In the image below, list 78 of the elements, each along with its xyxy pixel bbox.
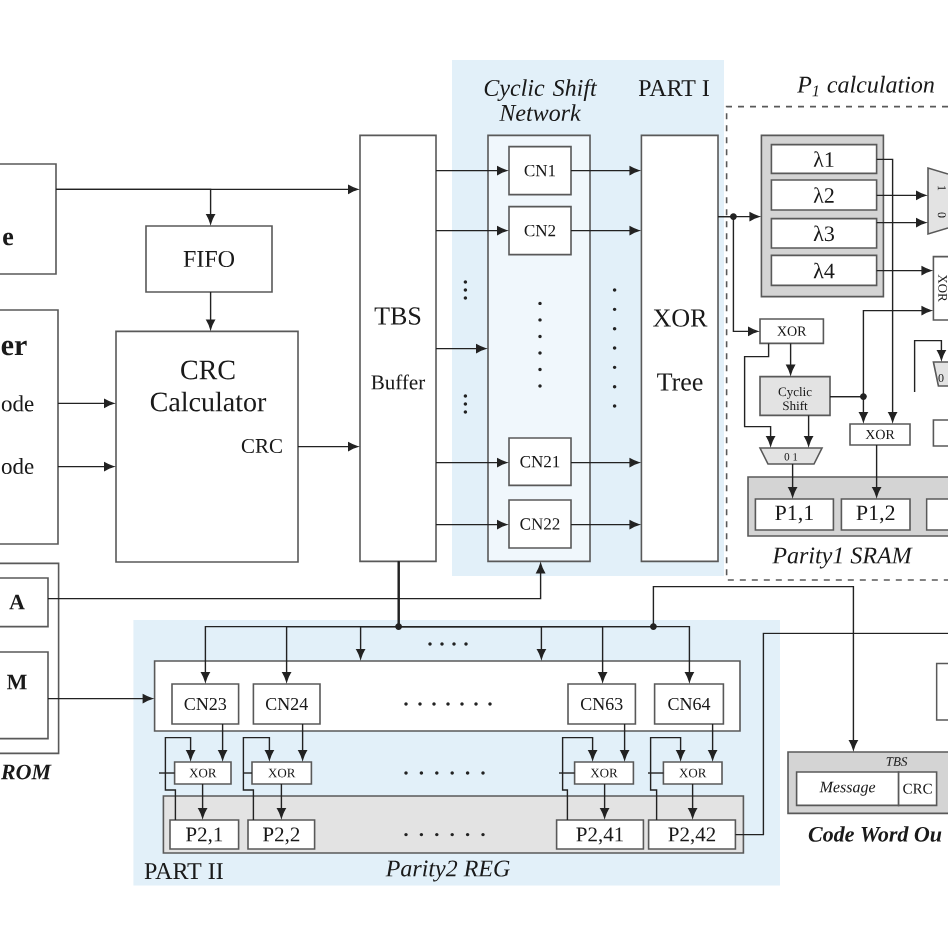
register-cell: P2,41 [555, 819, 645, 850]
register-cell: λ2 [770, 179, 878, 211]
arrow [913, 339, 946, 393]
arrow [397, 560, 858, 751]
arrow [435, 166, 508, 175]
cn-box: CN24 [252, 683, 321, 725]
arrow [620, 723, 630, 761]
register-cell: P2,1 [169, 819, 240, 850]
arrow [872, 444, 882, 498]
block-box [935, 662, 948, 721]
arrow [47, 563, 546, 600]
arrow [788, 463, 798, 498]
arrow [206, 291, 215, 330]
arrow [743, 342, 776, 447]
arrow [688, 783, 698, 819]
arrow [804, 414, 814, 447]
register-cell: P2,2 [247, 819, 316, 850]
cn-box: CN23 [171, 683, 240, 725]
arrow [435, 458, 508, 467]
node-label: Parity1 SRAM [772, 547, 913, 569]
arrow [561, 736, 598, 821]
arrow [570, 458, 640, 467]
register-cell: P2,42 [647, 819, 737, 850]
cn-box: CN21 [508, 437, 572, 487]
connector-line [647, 772, 665, 774]
cn-box: CN22 [508, 499, 572, 549]
arrow [164, 736, 195, 821]
cn-box: CN2 [508, 205, 572, 256]
block-box: e [0, 163, 57, 275]
arrow [570, 166, 640, 175]
arrow [786, 342, 796, 375]
register-cell: P1,1 [754, 498, 835, 531]
buffer-box: TBS Buffer [359, 134, 437, 563]
block-box: er ode ode [0, 309, 59, 545]
arrow [298, 723, 307, 761]
node-label: Parity2 REG [385, 860, 510, 882]
arrow [570, 226, 640, 235]
arrow [242, 736, 274, 821]
block-box: A [0, 577, 49, 628]
arrow [600, 783, 610, 819]
cn-box: CN64 [653, 683, 725, 725]
cn-box: CN1 [508, 145, 572, 196]
fifo-box: FIFO [145, 225, 273, 293]
calculator-box: CRC Calculator CRC [115, 330, 299, 563]
arrow [435, 520, 508, 530]
arrow [198, 783, 207, 819]
arrow [875, 191, 927, 200]
block-box: M [0, 651, 49, 740]
connector-line [558, 772, 576, 774]
connector-line [158, 772, 176, 774]
arrow [57, 399, 115, 408]
arrow [57, 462, 115, 471]
register-cell: λ3 [770, 217, 878, 249]
register-cell [925, 498, 948, 531]
register-cell: λ4 [770, 254, 878, 287]
node-label: Code Word Ou [808, 826, 942, 842]
register-cell: P1,2 [840, 498, 911, 531]
arrow [55, 188, 215, 225]
arrow [875, 158, 898, 423]
arrow [829, 306, 932, 398]
connector-line [734, 632, 948, 836]
arrow [875, 266, 932, 275]
arrow [708, 723, 718, 761]
arrow [649, 736, 686, 821]
register-cell: λ1 [770, 143, 878, 175]
block-box [932, 419, 948, 447]
arrow [435, 344, 487, 353]
xor-tree-box: XOR Tree [640, 134, 719, 563]
arrow [297, 442, 359, 451]
cn-box: CN63 [567, 683, 637, 725]
arrow [277, 783, 286, 819]
arrow [570, 520, 640, 530]
arrow [435, 226, 508, 235]
connector-line [243, 772, 253, 774]
arrow [717, 215, 759, 336]
arrow [47, 694, 153, 704]
arrow [875, 218, 927, 227]
arrow [218, 723, 227, 761]
